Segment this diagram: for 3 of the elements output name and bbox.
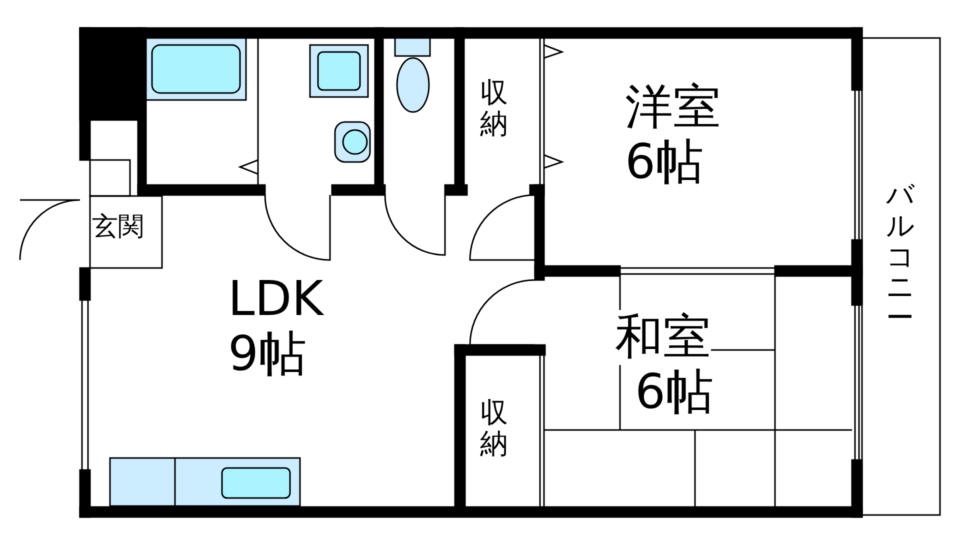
room-name: 和室: [615, 310, 711, 366]
storage-label: 収納: [480, 398, 508, 460]
storage-label: 収納: [480, 78, 508, 140]
